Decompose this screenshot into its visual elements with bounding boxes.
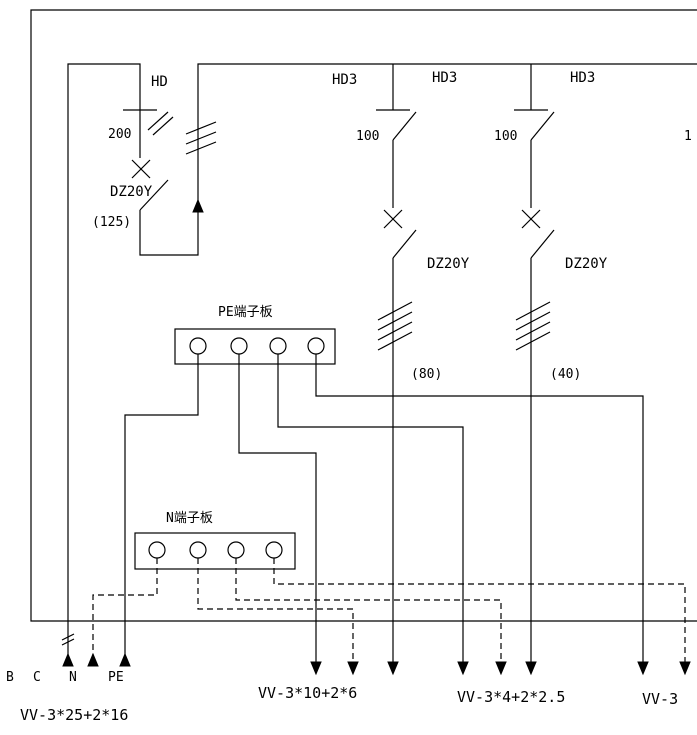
branch-1 bbox=[376, 64, 417, 676]
label-pe-bar: PE端子板 bbox=[218, 305, 273, 320]
label-branch2-rating: 100 bbox=[494, 129, 517, 144]
label-main-breaker: DZ20Y bbox=[110, 184, 153, 200]
n-conductors bbox=[92, 558, 691, 676]
n-terminal-2 bbox=[189, 541, 207, 559]
pe-terminal-2 bbox=[230, 337, 248, 355]
main-feeder bbox=[61, 63, 697, 663]
enclosure-outline bbox=[30, 9, 697, 622]
label-pe: PE bbox=[108, 670, 124, 685]
n-terminal-board bbox=[134, 532, 296, 570]
n-terminal-4 bbox=[265, 541, 283, 559]
label-neutral: N bbox=[69, 670, 77, 685]
label-hd3-3: HD3 bbox=[570, 70, 595, 86]
n-terminal-3 bbox=[227, 541, 245, 559]
label-hd3-1: HD3 bbox=[332, 72, 357, 88]
label-branch1-breaker: DZ20Y bbox=[427, 256, 470, 272]
pe-conductors bbox=[124, 354, 649, 676]
label-cable-branch2: VV-3*4+2*2.5 bbox=[457, 688, 565, 706]
incoming-arrows bbox=[62, 652, 131, 667]
label-cable-branch3: VV-3 bbox=[642, 690, 678, 708]
label-phase-c: C bbox=[33, 670, 41, 685]
label-branch3-rating: 1 bbox=[684, 129, 692, 144]
label-branch1-rating: 100 bbox=[356, 129, 379, 144]
label-main-setting: (125) bbox=[92, 215, 131, 230]
label-hd3-2: HD3 bbox=[432, 70, 457, 86]
pe-terminal-3 bbox=[269, 337, 287, 355]
label-cable-branch1: VV-3*10+2*6 bbox=[258, 684, 357, 702]
pe-terminal-4 bbox=[307, 337, 325, 355]
branch-2 bbox=[514, 64, 555, 676]
n-terminal-1 bbox=[148, 541, 166, 559]
label-main-rating: 200 bbox=[108, 127, 131, 142]
label-branch2-setting: (40) bbox=[550, 367, 581, 382]
label-hd-main: HD bbox=[151, 74, 168, 90]
label-phase-b: B bbox=[6, 670, 14, 685]
pe-terminal-board bbox=[174, 328, 336, 365]
label-n-bar: N端子板 bbox=[166, 511, 213, 526]
pe-terminal-1 bbox=[189, 337, 207, 355]
label-branch1-setting: (80) bbox=[411, 367, 442, 382]
label-cable-main: VV-3*25+2*16 bbox=[20, 706, 128, 724]
label-branch2-breaker: DZ20Y bbox=[565, 256, 608, 272]
